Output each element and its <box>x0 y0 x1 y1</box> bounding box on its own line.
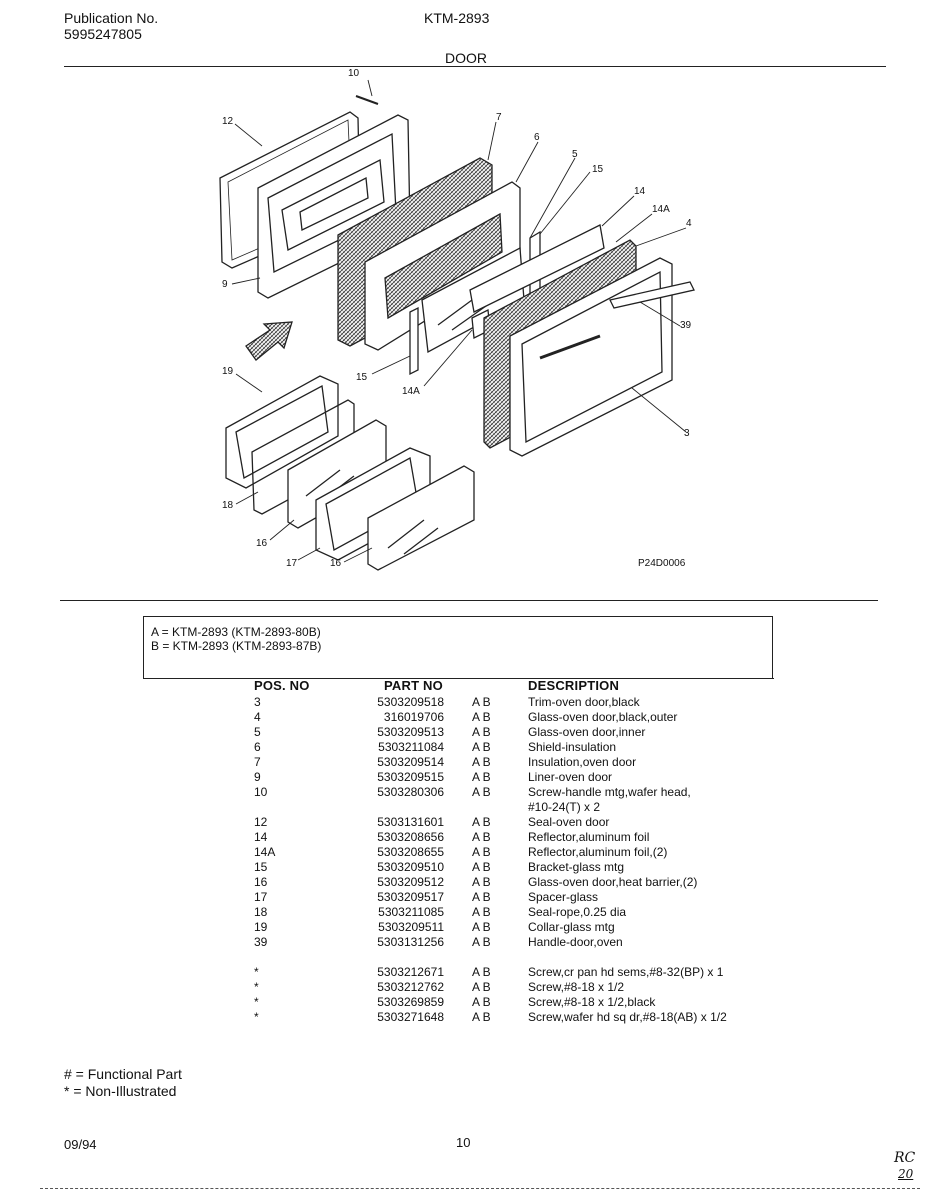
door-handle-part <box>609 281 695 309</box>
table-row <box>0 950 927 965</box>
callout-label: 10 <box>348 68 360 79</box>
callout-label: 19 <box>222 366 234 377</box>
assembly-arrow <box>245 321 293 361</box>
callout-label: 7 <box>496 112 502 123</box>
reviewer-number: 20 <box>898 1167 914 1181</box>
header-rule <box>64 66 886 67</box>
diagram-rule <box>60 600 878 601</box>
callout-label: 17 <box>286 558 298 569</box>
callout-label: 5 <box>572 149 578 160</box>
legend-bottom-rule <box>143 678 774 679</box>
reflector-foil-part <box>469 224 605 313</box>
callout-label: 14A <box>402 386 420 397</box>
glass-collar-part <box>225 375 339 489</box>
header-part-no: PART NO <box>384 678 443 693</box>
publication-number: 5995247805 <box>64 26 142 42</box>
callout-label: 15 <box>356 372 368 383</box>
door-trim-part <box>509 257 673 457</box>
legend-line-a: A = KTM-2893 (KTM-2893-80B) <box>151 625 321 639</box>
callout-label: 14A <box>652 204 670 215</box>
header-pos-no: POS. NO <box>254 678 310 693</box>
publication-label: Publication No. <box>64 10 159 26</box>
heat-barrier-glass-lower-part <box>367 465 475 571</box>
callout-label: 18 <box>222 500 234 511</box>
callout-label: 16 <box>330 558 342 569</box>
callout-label: 12 <box>222 116 234 127</box>
drawing-code: P24D0006 <box>638 558 686 569</box>
callout-label: 14 <box>634 186 646 197</box>
door-exploded-diagram: 10 12 7 6 5 15 14 14A 4 9 39 19 15 14A 3… <box>219 68 695 571</box>
footer-date: 09/94 <box>64 1137 97 1152</box>
callout-label: 15 <box>592 164 604 175</box>
page-number: 10 <box>456 1135 471 1150</box>
screw-part <box>355 95 379 105</box>
callout-label: 39 <box>680 320 692 331</box>
model-title: KTM-2893 <box>424 10 490 26</box>
header-description: DESCRIPTION <box>528 678 620 693</box>
footer-rule <box>40 1188 920 1189</box>
section-title: DOOR <box>445 50 487 66</box>
callout-label: 6 <box>534 132 540 143</box>
callout-label: 4 <box>686 218 692 229</box>
callout-label: 9 <box>222 279 228 290</box>
glass-bracket-part <box>409 306 419 376</box>
model-legend: A = KTM-2893 (KTM-2893-80B) B = KTM-2893… <box>143 616 773 678</box>
callout-label: 3 <box>684 428 690 439</box>
legend-line-b: B = KTM-2893 (KTM-2893-87B) <box>151 639 322 653</box>
table-row: #10-24(T) x 2 <box>528 800 601 814</box>
callout-label: 16 <box>256 538 268 549</box>
note-non-illustrated: * = Non-Illustrated <box>64 1083 177 1099</box>
note-functional-part: # = Functional Part <box>64 1066 182 1082</box>
reviewer-initials: RC <box>894 1150 916 1166</box>
